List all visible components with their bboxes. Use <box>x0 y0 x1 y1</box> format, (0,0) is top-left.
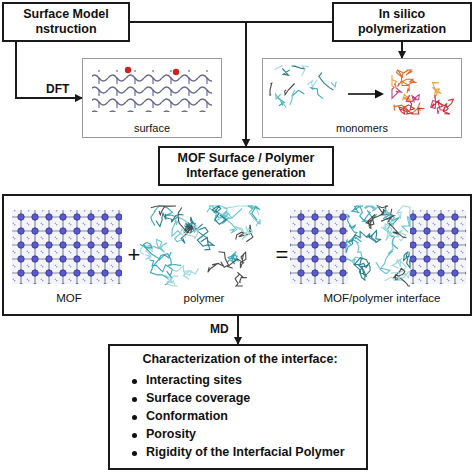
polymer-chain <box>235 272 247 286</box>
edge-label: DFT <box>44 82 71 96</box>
figure-label: MOF/polymer interface <box>324 292 441 304</box>
polymer-chain <box>178 208 193 236</box>
bullet-item: Rigidity of the Interfacial Polymer <box>124 445 356 460</box>
polymer-chain <box>376 243 393 274</box>
polymer-chain <box>275 66 284 70</box>
polymer-chain <box>208 252 229 272</box>
polymer-chain <box>404 252 410 268</box>
polymer-chain <box>292 66 305 69</box>
bullet-dot <box>132 397 137 402</box>
polymer-chain <box>308 80 318 87</box>
polymer-chain <box>346 237 361 253</box>
mof-slab <box>290 210 348 284</box>
box-heading: Characterization of the interface: <box>124 352 356 367</box>
bullet-item: Interacting sites <box>124 373 356 388</box>
figure-label: monomers <box>263 122 461 134</box>
polymer-chain <box>402 217 410 233</box>
polymer-chain <box>319 73 334 90</box>
flow-arrow <box>401 42 403 58</box>
polymer-chain <box>392 75 398 88</box>
process-box: In silico polymerization <box>332 2 472 42</box>
process-box: MOF Surface / Polymer Interface generati… <box>158 146 334 186</box>
polymer-chain <box>352 206 365 221</box>
polymer-chain <box>347 231 376 244</box>
flow-arrow <box>246 22 332 146</box>
polymer-chain <box>406 95 419 103</box>
polymerization-arrow <box>348 90 384 99</box>
mof-slab <box>12 210 122 284</box>
polymer-chain <box>403 70 412 75</box>
polymer-chain <box>432 99 454 110</box>
illustration-frame: surface <box>82 58 222 138</box>
polymer-chain <box>165 275 179 286</box>
polymer-chain <box>285 84 295 95</box>
polymer-chain <box>151 254 182 279</box>
bullet-item: Surface coverage <box>124 391 356 406</box>
bullet-item: Conformation <box>124 409 356 424</box>
edge-label: MD <box>208 322 231 336</box>
box-label: Surface Model nstruction <box>10 7 122 37</box>
polymer-chain <box>181 224 199 238</box>
bullet-dot <box>132 433 137 438</box>
figure-label: polymer <box>184 292 225 304</box>
polymer-chain <box>302 66 309 76</box>
polymer-chains <box>140 66 453 286</box>
bullet-item: Porosity <box>124 427 356 442</box>
process-box: Surface Model nstruction <box>2 2 130 42</box>
figure-label: MOF <box>56 292 82 304</box>
polymer-chain <box>151 206 176 215</box>
polymer-chain <box>212 206 226 224</box>
bullet-dot <box>132 415 137 420</box>
polymer-chain <box>270 83 272 95</box>
polymer-chain <box>385 271 410 281</box>
polymer-chain <box>354 258 370 280</box>
polymer-chain <box>276 94 287 108</box>
box-label: MOF Surface / Polymer Interface generati… <box>166 151 326 181</box>
figure-label: surface <box>83 122 221 134</box>
polymer-chain <box>383 221 399 237</box>
polymer-chain <box>150 260 172 285</box>
polymer-chain <box>398 79 417 87</box>
flow-arrow <box>237 316 239 344</box>
operator-sign: + <box>128 242 141 268</box>
polymer-chain <box>140 243 171 260</box>
mof-slab <box>410 210 466 284</box>
box-label: In silico polymerization <box>340 7 464 37</box>
polymer-chain <box>228 252 246 268</box>
surface-model <box>92 67 212 112</box>
polymer-chain <box>381 215 407 238</box>
interface-panel: MOF + polymer = MOF/polymer interface <box>2 194 472 316</box>
polymer-chain <box>249 206 260 226</box>
polymer-chain <box>290 91 295 106</box>
bullet-dot <box>132 451 137 456</box>
polymer-chain <box>236 225 253 242</box>
polymer-chain <box>235 226 252 240</box>
flow-arrow <box>16 42 82 98</box>
polymer-chain <box>173 266 199 280</box>
polymer-chain <box>432 83 441 99</box>
result-box: Characterization of the interface: Intera… <box>108 344 368 470</box>
polymer-chain <box>331 82 337 87</box>
polymer-chain <box>311 88 323 99</box>
polymer-chain <box>197 228 213 250</box>
illustration-frame: monomers <box>262 58 462 138</box>
bullet-dot <box>132 379 137 384</box>
polymer-chain <box>365 206 379 211</box>
operator-sign: = <box>276 242 289 268</box>
polymer-chain <box>282 69 289 76</box>
